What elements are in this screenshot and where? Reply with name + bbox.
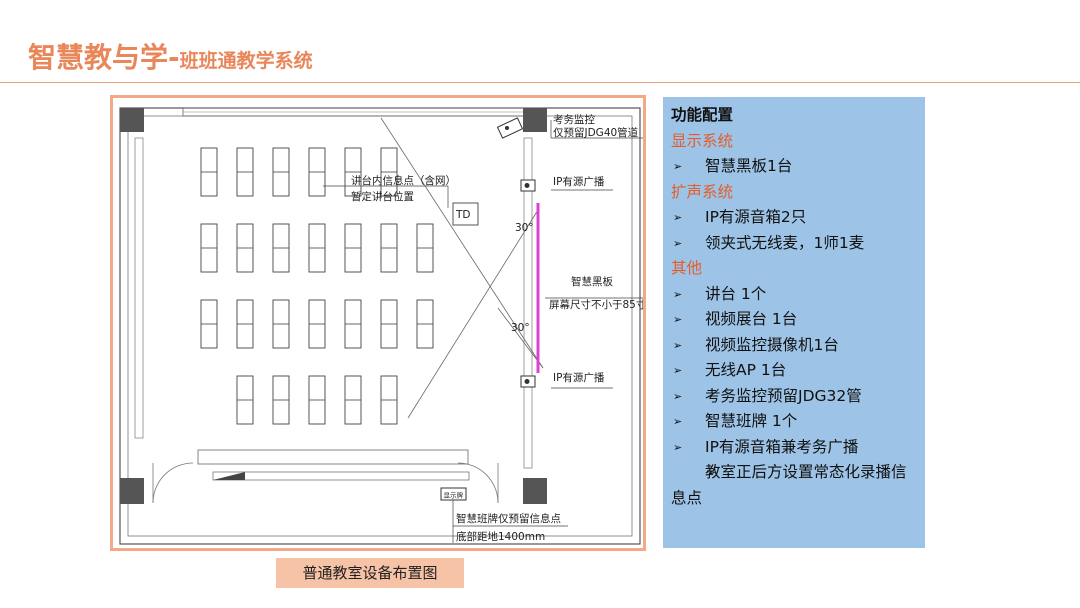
desk	[308, 147, 326, 197]
bullet-arrow-icon: ➢	[673, 440, 683, 454]
outer-wall	[119, 107, 641, 545]
panel-heading: 功能配置	[671, 106, 734, 124]
desk	[380, 375, 398, 425]
list-item-text: 教室正后方设置常态化录播信息点	[671, 463, 907, 507]
section-title: 其他	[671, 259, 703, 277]
angle-top-label: 30°	[515, 222, 534, 234]
bullet-arrow-icon: ➢	[673, 287, 683, 301]
desk	[308, 375, 326, 425]
desk	[344, 375, 362, 425]
list-item-text: 智慧黑板1台	[705, 157, 793, 175]
class-sign-box-label: 显示牌	[444, 491, 464, 500]
list-item: ➢ 无线AP 1台	[671, 358, 917, 384]
class-sign-label-1: 智慧班牌仅预留信息点	[456, 512, 561, 525]
bullet-arrow-icon: ➢	[673, 364, 683, 377]
floor-plan-drawing: TD 显示牌 考务监控 仅预留JDG40管道 IP有源广播 讲	[119, 107, 643, 545]
section-title: 显示系统	[671, 131, 734, 150]
board-label-2: 屏幕尺寸不小于85寸	[549, 298, 643, 311]
list-item-text: 智慧班牌 1个	[705, 412, 798, 430]
list-item: ➢ IP有源音箱2只	[671, 205, 917, 231]
podium-label-2: 暂定讲台位置	[351, 190, 414, 203]
list-item: ➢ 领夹式无线麦，1师1麦	[671, 231, 917, 257]
speaker-bottom-label: IP有源广播	[553, 371, 605, 384]
podium	[452, 202, 479, 226]
desk	[416, 299, 434, 349]
list-item: ➢ 考务监控预留JDG32管	[671, 384, 917, 410]
plan-caption: 普通教室设备布置图	[276, 558, 464, 588]
desk	[308, 223, 326, 273]
list-item: ➢ 视频展台 1台	[671, 307, 917, 333]
list-item-text: 视频监控摄像机1台	[705, 335, 839, 354]
list-item-text: 无线AP 1台	[705, 361, 787, 379]
desk	[200, 299, 218, 349]
bullet-arrow-icon: ➢	[673, 389, 683, 403]
title-divider	[0, 82, 1080, 83]
page-title: 智慧教与学-班班通教学系统	[28, 36, 313, 76]
desk	[236, 147, 254, 197]
bullet-arrow-icon: ➢	[707, 466, 717, 479]
classroom-floor-plan: TD 显示牌 考务监控 仅预留JDG40管道 IP有源广播 讲	[110, 95, 646, 551]
angle-bottom-label: 30°	[511, 322, 530, 334]
desk	[236, 299, 254, 349]
column-top-left	[120, 108, 144, 132]
panel-body: 显示系统 ➢ 智慧黑板1台扩声系统 ➢ IP有源音箱2只 ➢ 领夹式无线麦，1师1麦其他 ➢ 讲…	[671, 129, 917, 512]
bullet-arrow-icon: ➢	[673, 160, 683, 173]
td-label: TD	[455, 209, 471, 221]
list-item-text: 视频展台 1台	[705, 310, 798, 328]
list-item: ➢教室正后方设置常态化录播信息点	[671, 460, 917, 511]
page-title-sub: 班班通教学系统	[179, 50, 313, 72]
desk	[416, 223, 434, 273]
page-title-main: 智慧教与学-	[28, 41, 180, 74]
feature-config-panel: 功能配置 显示系统 ➢ 智慧黑板1台扩声系统 ➢ IP有源音箱2只 ➢ 领夹式无线麦，1师1…	[663, 97, 925, 548]
column-bottom-right	[523, 478, 547, 504]
bullet-arrow-icon: ➢	[673, 338, 683, 352]
list-item-text: IP有源音箱兼考务广播	[705, 437, 859, 456]
exam-monitor-label-2: 仅预留JDG40管道	[553, 126, 639, 139]
desk	[236, 375, 254, 425]
rear-cabinet	[197, 449, 469, 465]
desk	[272, 375, 290, 425]
speaker-top-label: IP有源广播	[553, 175, 605, 188]
desk	[344, 147, 362, 197]
desk	[272, 223, 290, 273]
desk	[344, 299, 362, 349]
column-top-right	[523, 108, 547, 132]
section-title: 扩声系统	[671, 182, 734, 201]
list-item: ➢ 智慧班牌 1个	[671, 409, 917, 435]
column-bottom-left	[120, 478, 144, 504]
bullet-arrow-icon: ➢	[673, 415, 683, 428]
desk	[380, 299, 398, 349]
exam-monitor-label-1: 考务监控	[553, 113, 595, 126]
list-item: ➢ 视频监控摄像机1台	[671, 333, 917, 359]
class-sign-label-2: 底部距地1400mm	[456, 530, 545, 543]
desk	[200, 223, 218, 273]
list-item: ➢ 智慧黑板1台	[671, 154, 917, 180]
list-item: ➢ IP有源音箱兼考务广播	[671, 435, 917, 461]
list-item-text: 讲台 1个	[705, 284, 767, 303]
desk	[380, 223, 398, 273]
desk	[200, 147, 218, 197]
bullet-arrow-icon: ➢	[673, 313, 683, 326]
student-desks	[200, 147, 434, 425]
list-item-text: 考务监控预留JDG32管	[705, 386, 862, 405]
podium-label-1: 讲台内信息点（含网）	[351, 174, 456, 187]
desk	[308, 299, 326, 349]
desk	[236, 223, 254, 273]
desk	[272, 147, 290, 197]
camera-icon	[496, 117, 524, 139]
bullet-arrow-icon: ➢	[673, 211, 683, 224]
bullet-arrow-icon: ➢	[673, 236, 683, 250]
desk	[344, 223, 362, 273]
board-label-1: 智慧黑板	[571, 275, 613, 288]
list-item: ➢ 讲台 1个	[671, 282, 917, 308]
list-item-text: IP有源音箱2只	[705, 208, 807, 226]
class-sign-box	[440, 487, 467, 501]
desk	[380, 147, 398, 197]
desk	[272, 299, 290, 349]
list-item-text: 领夹式无线麦，1师1麦	[705, 233, 865, 252]
